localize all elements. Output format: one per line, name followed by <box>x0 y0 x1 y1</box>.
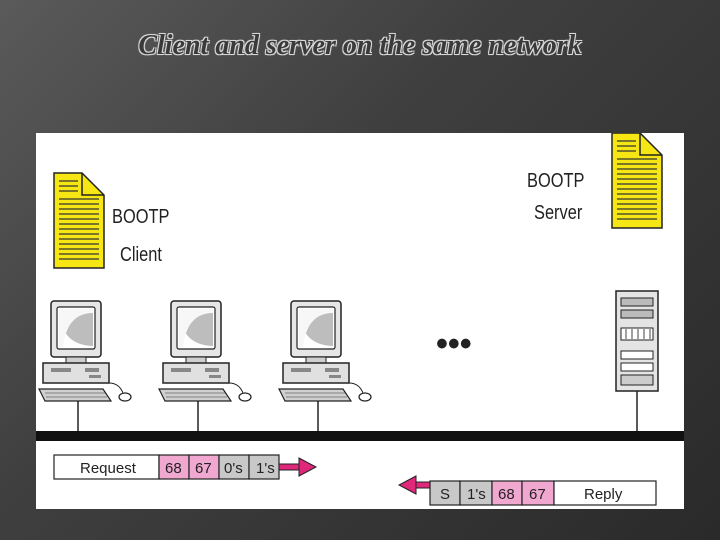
server-label-line2: Server <box>534 202 583 224</box>
request-server-port: 67 <box>195 460 212 477</box>
request-client-port: 68 <box>165 460 182 477</box>
client-label-line2: Client <box>120 244 162 266</box>
request-arrow-icon <box>278 457 318 477</box>
server-document-icon <box>611 133 663 229</box>
request-packet: Request 68 67 0's 1's <box>53 454 318 480</box>
diagram-canvas: ••• Request 68 67 0's 1's <box>36 133 684 506</box>
client-computer-2-icon <box>158 300 252 402</box>
request-destination-address: 1's <box>256 460 275 477</box>
network-bus <box>36 431 684 441</box>
reply-packet: S 1's 68 67 Reply <box>397 475 657 506</box>
slide-title: Client and server on the same network <box>138 30 582 61</box>
more-clients-ellipsis: ••• <box>436 325 472 363</box>
client-label-line1: BOOTP <box>112 206 170 228</box>
reply-client-port: 68 <box>498 486 515 503</box>
client-document-icon <box>53 172 105 269</box>
network-drop-lines <box>77 391 638 431</box>
network-diagram: ••• Request 68 67 0's 1's <box>36 133 684 509</box>
reply-destination-address: 1's <box>467 486 486 503</box>
client-computer-1-icon <box>38 300 132 402</box>
client-computer-3-icon <box>278 300 372 402</box>
request-label: Request <box>80 460 137 477</box>
reply-server-port: 67 <box>529 486 546 503</box>
request-source-address: 0's <box>224 460 243 477</box>
reply-label: Reply <box>584 486 623 503</box>
reply-source-address: S <box>440 486 450 503</box>
server-label-line1: BOOTP <box>527 170 585 192</box>
reply-arrow-icon <box>397 475 431 495</box>
server-tower-icon <box>615 290 659 392</box>
